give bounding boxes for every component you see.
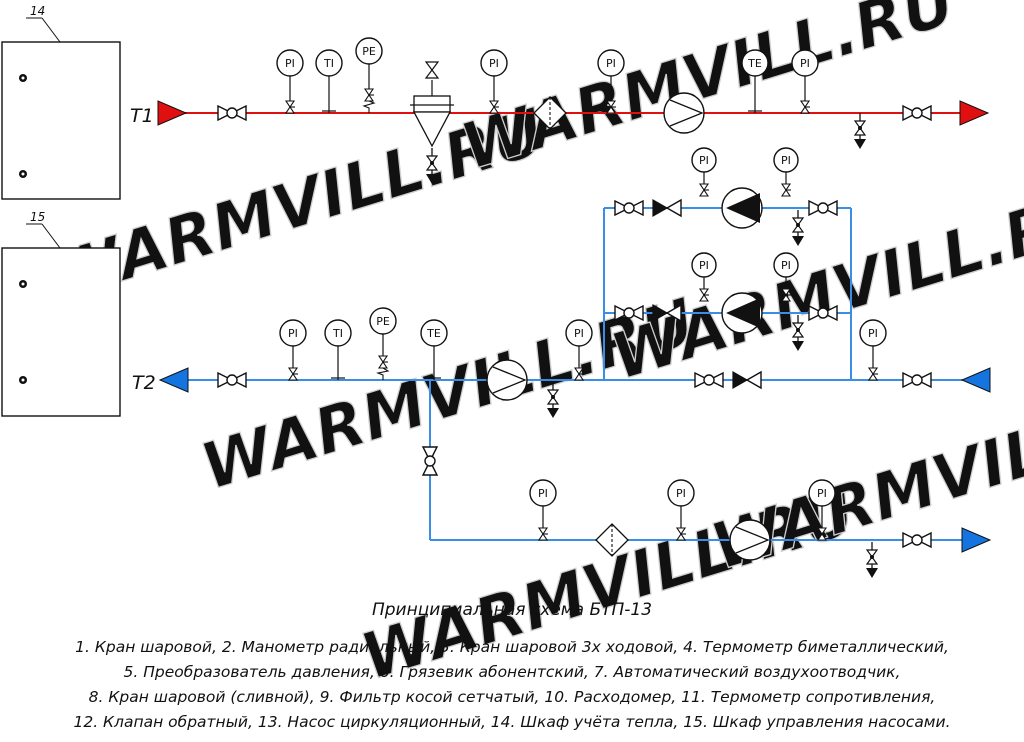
instrument-pe: PE	[376, 315, 390, 328]
cabinet-15-number: 15	[30, 210, 45, 224]
instrument-pi: PI	[538, 487, 548, 500]
legend-line: 8. Кран шаровой (сливной), 9. Фильтр кос…	[88, 688, 936, 706]
instrument-pi: PI	[781, 154, 791, 167]
legend-line: 12. Клапан обратный, 13. Насос циркуляци…	[73, 713, 951, 731]
instrument-pi: PI	[781, 259, 791, 272]
instrument-ti: TI	[323, 57, 334, 70]
cabinet-14: 14	[1, 4, 121, 200]
instrument-pi: PI	[574, 327, 584, 340]
instrument-pi: PI	[285, 57, 295, 70]
instrument-pi: PI	[699, 154, 709, 167]
legend-line: 5. Преобразователь давления, 6. Грязевик…	[123, 663, 901, 681]
instrument-te: TE	[747, 57, 762, 70]
instrument-pi: PI	[868, 327, 878, 340]
instrument-pi: PI	[699, 259, 709, 272]
line-label-t1: T1	[130, 105, 154, 127]
watermark: WARMVILL.RU WARMVILL.RU WARMVILL.RU WARM…	[42, 0, 1024, 696]
instrument-te: TE	[426, 327, 441, 340]
cabinet-15: 15	[1, 210, 121, 417]
instrument-pe: PE	[362, 45, 376, 58]
diagram-title: Принципиальная схема БТП-13	[371, 600, 653, 620]
instrument-pi: PI	[489, 57, 499, 70]
bottom-branch: PI PI PI	[421, 380, 992, 579]
supply-line-t1: T1 PI TI PE PI	[130, 37, 990, 185]
cabinet-14-number: 14	[30, 4, 45, 18]
instrument-pi: PI	[606, 57, 616, 70]
line-label-t2: T2	[132, 372, 156, 394]
instrument-pi: PI	[800, 57, 810, 70]
legend-line: 1. Кран шаровой, 2. Манометр радиальный,…	[75, 638, 949, 656]
instrument-pi: PI	[676, 487, 686, 500]
instrument-pi: PI	[288, 327, 298, 340]
return-line-t2: T2 PI PI PI	[132, 147, 991, 419]
instrument-pi: PI	[817, 487, 827, 500]
instrument-ti: TI	[332, 327, 343, 340]
